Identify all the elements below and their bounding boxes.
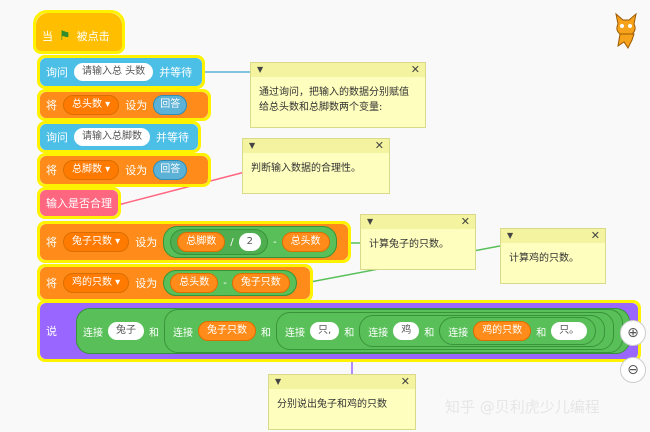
- comment-note-check[interactable]: ▼ ✕ 判断输入数据的合理性。: [242, 138, 390, 194]
- join-operator[interactable]: 连接 鸡的只数 和 只。: [439, 317, 597, 345]
- divide-operator[interactable]: 总脚数 / 2: [170, 229, 268, 255]
- text-unit[interactable]: 只,: [310, 322, 340, 340]
- set-head-block[interactable]: 将 总头数 ▾ 设为 回答: [37, 89, 211, 121]
- set-label: 将: [46, 236, 57, 249]
- join-operator[interactable]: 连接 鸡 和 连接 鸡的只数 和 只。: [359, 315, 606, 347]
- minus-sign: -: [272, 236, 277, 248]
- var-dropdown-feet[interactable]: 总脚数 ▾: [63, 160, 120, 180]
- subtract-operator[interactable]: 总头数 - 兔子只数: [163, 270, 297, 296]
- ask-head-prompt[interactable]: 请输入总 头数: [74, 63, 154, 81]
- text-unit-end[interactable]: 只。: [551, 322, 588, 340]
- close-icon[interactable]: ✕: [410, 63, 420, 76]
- and-label: 和: [344, 327, 355, 339]
- and-label: 和: [149, 327, 159, 339]
- set-label: 将: [46, 164, 57, 177]
- to-label: 设为: [125, 164, 148, 177]
- collapse-icon[interactable]: ▼: [507, 231, 514, 240]
- join-label: 连接: [83, 327, 103, 339]
- join-label: 连接: [173, 327, 193, 339]
- text-rabbit[interactable]: 兔子: [108, 322, 144, 340]
- and-label: 和: [424, 327, 435, 339]
- close-icon[interactable]: ✕: [374, 139, 384, 152]
- close-icon[interactable]: ✕: [400, 375, 410, 388]
- head-reporter[interactable]: 总头数: [170, 273, 219, 293]
- watermark: 知乎 @贝利虎少儿编程: [445, 398, 600, 416]
- comment-note-chickens[interactable]: ▼ ✕ 计算鸡的只数。: [500, 228, 606, 284]
- subtract-operator[interactable]: 总脚数 / 2 - 总头数: [163, 226, 337, 258]
- join-label: 连接: [448, 327, 469, 339]
- join-label: 连接: [285, 327, 305, 339]
- when-flag-clicked-block[interactable]: 当 ⚑ 被点击: [33, 10, 125, 54]
- text-chicken[interactable]: 鸡: [393, 322, 420, 340]
- green-flag-icon: ⚑: [59, 28, 71, 44]
- collapse-icon[interactable]: ▼: [249, 141, 256, 150]
- join-operator[interactable]: 连接 只, 和 连接 鸡 和 连接 鸡的只数 和 只。: [276, 312, 615, 350]
- to-label: 设为: [135, 277, 158, 290]
- rabbits-reporter[interactable]: 兔子只数: [231, 273, 290, 293]
- close-icon[interactable]: ✕: [460, 215, 470, 228]
- comment-text: 分别说出兔子和鸡的只数: [277, 399, 387, 410]
- wait-label: 并等待: [156, 131, 189, 144]
- clicked-label: 被点击: [76, 30, 110, 43]
- zoom-out-icon[interactable]: ⊖: [620, 357, 646, 383]
- scratch-cat-icon: [610, 10, 642, 50]
- ask-label: 询问: [46, 131, 68, 144]
- answer-reporter[interactable]: 回答: [153, 95, 188, 115]
- join-operator[interactable]: 连接 兔子只数 和 连接 只, 和 连接 鸡 和 连接 鸡的只数 和: [164, 309, 624, 353]
- answer-reporter[interactable]: 回答: [153, 160, 188, 180]
- collapse-icon[interactable]: ▼: [257, 65, 264, 74]
- zoom-in-icon[interactable]: ⊕: [620, 320, 646, 346]
- divide-sign: /: [230, 236, 234, 248]
- ask-label: 询问: [46, 66, 68, 79]
- comment-text: 通过询问，把输入的数据分别赋值给总头数和总脚数两个变量:: [259, 87, 409, 113]
- ask-feet-block[interactable]: 询问 请输入总脚数 并等待: [37, 121, 201, 153]
- and-label: 和: [261, 327, 271, 339]
- check-input-block[interactable]: 输入是否合理: [37, 187, 121, 219]
- to-label: 设为: [125, 99, 148, 112]
- feet-reporter[interactable]: 总脚数: [177, 232, 226, 252]
- comment-note-say[interactable]: ▼ ✕ 分别说出兔子和鸡的只数: [268, 374, 416, 430]
- say-block[interactable]: 说 连接 兔子 和 连接 兔子只数 和 连接 只, 和 连接 鸡 和: [37, 300, 641, 362]
- set-rabbits-block[interactable]: 将 兔子只数 ▾ 设为 总脚数 / 2 - 总头数: [37, 221, 351, 263]
- collapse-icon[interactable]: ▼: [275, 377, 282, 386]
- ask-feet-prompt[interactable]: 请输入总脚数: [74, 128, 150, 146]
- close-icon[interactable]: ✕: [590, 229, 600, 242]
- var-dropdown-head[interactable]: 总头数 ▾: [63, 95, 120, 115]
- set-feet-block[interactable]: 将 总脚数 ▾ 设为 回答: [37, 153, 211, 187]
- set-label: 将: [46, 277, 57, 290]
- comment-text: 计算兔子的只数。: [369, 239, 449, 250]
- comment-text: 判断输入数据的合理性。: [251, 163, 361, 174]
- wait-label: 并等待: [159, 66, 193, 79]
- var-dropdown-rabbits[interactable]: 兔子只数 ▾: [63, 232, 130, 252]
- check-input-label: 输入是否合理: [46, 197, 112, 210]
- ask-head-block[interactable]: 询问 请输入总 头数 并等待: [37, 55, 205, 89]
- comment-note-rabbits[interactable]: ▼ ✕ 计算兔子的只数。: [360, 214, 476, 270]
- when-label: 当: [42, 30, 53, 43]
- set-label: 将: [46, 99, 57, 112]
- head-reporter[interactable]: 总头数: [281, 232, 330, 252]
- and-label: 和: [536, 327, 547, 339]
- collapse-icon[interactable]: ▼: [367, 217, 374, 226]
- comment-note-ask[interactable]: ▼ ✕ 通过询问，把输入的数据分别赋值给总头数和总脚数两个变量:: [250, 62, 426, 128]
- minus-sign: -: [223, 277, 227, 289]
- rabbits-reporter[interactable]: 兔子只数: [198, 321, 256, 341]
- join-label: 连接: [368, 327, 389, 339]
- comment-text: 计算鸡的只数。: [509, 253, 579, 264]
- to-label: 设为: [135, 236, 158, 249]
- set-chickens-block[interactable]: 将 鸡的只数 ▾ 设为 总头数 - 兔子只数: [37, 264, 313, 302]
- join-operator[interactable]: 连接 兔子 和 连接 兔子只数 和 连接 只, 和 连接 鸡 和 连接: [76, 308, 631, 354]
- say-label: 说: [46, 325, 57, 338]
- var-dropdown-chickens[interactable]: 鸡的只数 ▾: [63, 273, 130, 293]
- number-input[interactable]: 2: [238, 233, 261, 251]
- chickens-reporter[interactable]: 鸡的只数: [473, 321, 532, 341]
